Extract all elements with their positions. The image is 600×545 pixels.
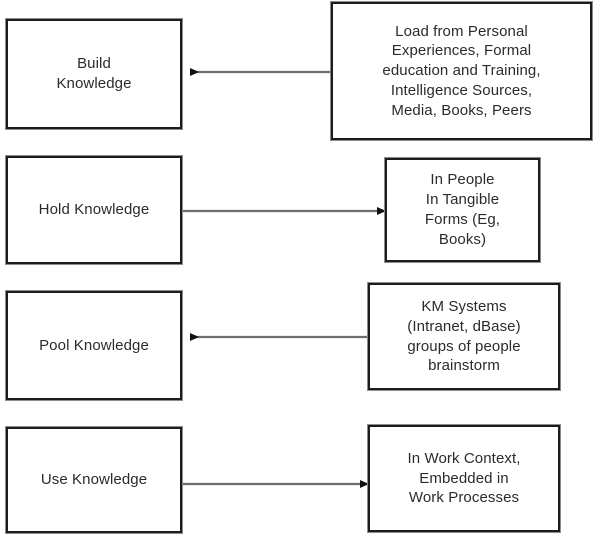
detail-box-use-knowledge: In Work Context, Embedded in Work Proces… [368, 425, 560, 532]
detail-box-pool-knowledge: KM Systems (Intranet, dBase) groups of p… [368, 283, 560, 390]
detail-label-use-knowledge: In Work Context, Embedded in Work Proces… [407, 449, 521, 507]
stage-label-hold-knowledge: Hold Knowledge [38, 201, 150, 219]
stage-box-build-knowledge: Build Knowledge [6, 19, 182, 129]
stage-box-pool-knowledge: Pool Knowledge [6, 291, 182, 400]
stage-box-use-knowledge: Use Knowledge [6, 427, 182, 533]
detail-box-build-knowledge: Load from Personal Experiences, Formal e… [331, 2, 592, 140]
detail-label-hold-knowledge: In People In Tangible Forms (Eg, Books) [424, 171, 501, 248]
stage-box-hold-knowledge: Hold Knowledge [6, 156, 182, 264]
detail-label-build-knowledge: Load from Personal Experiences, Formal e… [382, 22, 541, 119]
stage-label-pool-knowledge: Pool Knowledge [39, 336, 149, 354]
detail-box-hold-knowledge: In People In Tangible Forms (Eg, Books) [385, 158, 540, 262]
stage-label-use-knowledge: Use Knowledge [40, 471, 148, 489]
detail-label-pool-knowledge: KM Systems (Intranet, dBase) groups of p… [407, 297, 521, 375]
stage-label-build-knowledge: Build Knowledge [56, 55, 132, 92]
